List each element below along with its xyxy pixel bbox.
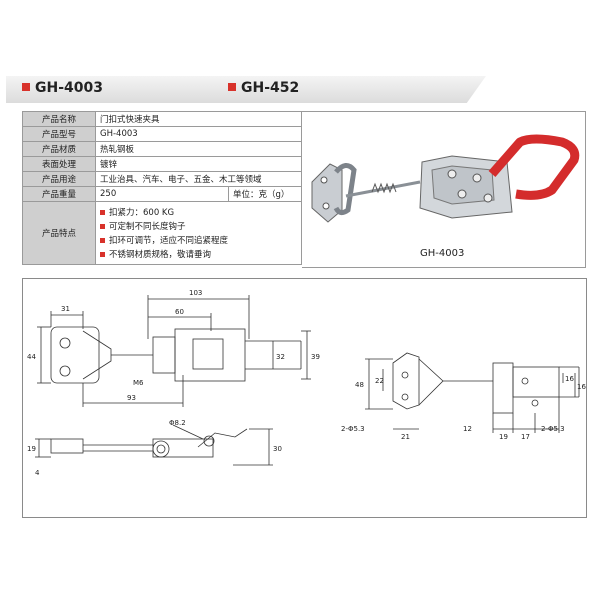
dim-label: 19: [27, 445, 36, 453]
table-row: 产品特点 扣紧力：600 KG 可定制不同长度钩子 扣环可调节，适应不同追紧程度…: [22, 201, 302, 265]
spec-key: 产品材质: [22, 141, 96, 157]
dimension-drawing: 103 60 31 44 32 39 M6 93 19 4 Φ8.2 30 48…: [27, 289, 586, 477]
dim-label: 21: [401, 433, 410, 441]
dim-label: 39: [311, 353, 320, 361]
header-band: [6, 76, 486, 103]
toggle-clamp-image: [311, 134, 580, 223]
dim-label: M6: [133, 379, 144, 387]
model-tag-left: GH-4003: [22, 80, 103, 96]
dim-label: 4: [35, 469, 40, 477]
red-square-icon: [228, 83, 236, 91]
feature-text: 扣紧力：600 KG: [109, 208, 175, 218]
dim-label: Φ8.2: [169, 419, 186, 427]
product-caption: GH-4003: [420, 248, 465, 259]
feature-text: 扣环可调节，适应不同追紧程度: [109, 236, 229, 246]
spec-key: 产品型号: [22, 126, 96, 142]
dim-label: 2-Φ5.3: [541, 425, 565, 433]
model-tag-right: GH-452: [228, 80, 299, 96]
weight-unit: 单位：克（g）: [228, 186, 302, 202]
feature-text: 不锈钢材质规格，敬请垂询: [109, 250, 212, 260]
spec-value: 250: [95, 186, 229, 202]
dim-label: 44: [27, 353, 36, 361]
dim-label: 16: [577, 383, 586, 391]
dim-label: 31: [61, 305, 70, 313]
table-row: 表面处理镀锌: [22, 156, 302, 172]
dim-label: 48: [355, 381, 364, 389]
dim-label: 17: [521, 433, 530, 441]
list-item: 可定制不同长度钩子: [100, 220, 297, 232]
technical-drawing: 103 60 31 44 32 39 M6 93 19 4 Φ8.2 30 48…: [22, 278, 587, 518]
dim-label: 32: [276, 353, 285, 361]
model-label: GH-4003: [35, 80, 103, 96]
red-square-icon: [100, 209, 105, 215]
red-square-icon: [100, 237, 105, 243]
product-photo-frame: [302, 111, 586, 268]
spec-value: GH-4003: [95, 126, 302, 142]
dim-label: 19: [499, 433, 508, 441]
dim-label: 2-Φ5.3: [341, 425, 365, 433]
model-label: GH-452: [241, 80, 300, 96]
spec-key: 产品名称: [22, 111, 96, 127]
dim-label: 60: [175, 308, 184, 316]
spec-key: 产品用途: [22, 171, 96, 187]
list-item: 不锈钢材质规格，敬请垂询: [100, 248, 297, 260]
table-row: 产品材质热轧钢板: [22, 141, 302, 157]
dim-label: 22: [375, 377, 384, 385]
spec-key: 表面处理: [22, 156, 96, 172]
spec-value: 门扣式快速夹具: [95, 111, 302, 127]
spec-value: 镀锌: [95, 156, 302, 172]
red-square-icon: [100, 251, 105, 257]
spec-key: 产品重量: [22, 186, 96, 202]
list-item: 扣环可调节，适应不同追紧程度: [100, 234, 297, 246]
red-square-icon: [22, 83, 30, 91]
dim-label: 12: [463, 425, 472, 433]
spec-value: 工业治具、汽车、电子、五金、木工等领域: [95, 171, 302, 187]
feature-list: 扣紧力：600 KG 可定制不同长度钩子 扣环可调节，适应不同追紧程度 不锈钢材…: [95, 201, 302, 265]
list-item: 扣紧力：600 KG: [100, 206, 297, 218]
dim-label: 93: [127, 394, 136, 402]
dim-label: 16: [565, 375, 574, 383]
feature-text: 可定制不同长度钩子: [109, 222, 186, 232]
dim-label: 30: [273, 445, 282, 453]
spec-key: 产品特点: [22, 201, 96, 265]
red-square-icon: [100, 223, 105, 229]
spec-value: 热轧钢板: [95, 141, 302, 157]
dim-label: 103: [189, 289, 202, 297]
table-row: 产品名称门扣式快速夹具: [22, 111, 302, 127]
table-row: 产品用途工业治具、汽车、电子、五金、木工等领域: [22, 171, 302, 187]
